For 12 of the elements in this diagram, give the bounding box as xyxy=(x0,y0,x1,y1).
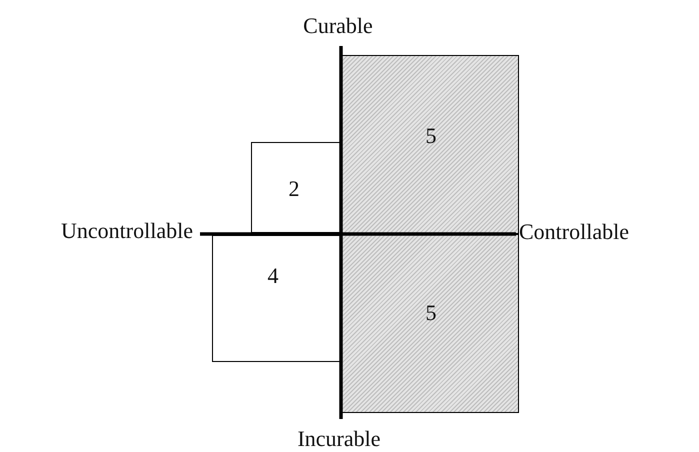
axis-label: Uncontrollable xyxy=(61,218,193,244)
hatched-region xyxy=(341,55,519,234)
region-box xyxy=(251,142,341,233)
axis-label: Incurable xyxy=(297,426,381,452)
region-number: 4 xyxy=(268,263,278,289)
region-number: 2 xyxy=(288,176,300,202)
region-number: 5 xyxy=(426,123,436,149)
hatched-region xyxy=(341,234,519,413)
region-box xyxy=(212,235,341,362)
region-number: 5 xyxy=(426,300,436,326)
axis-label: Curable xyxy=(303,13,373,39)
axis-label: Controllable xyxy=(519,219,629,245)
